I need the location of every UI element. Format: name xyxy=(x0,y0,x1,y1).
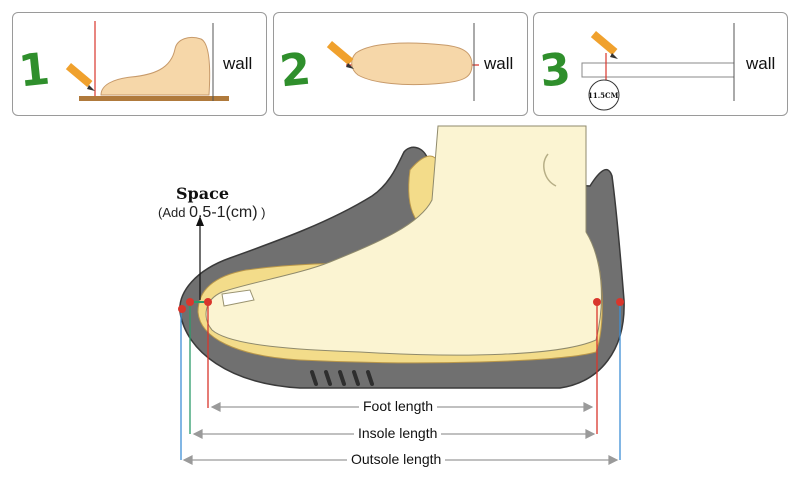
insole-front-point xyxy=(186,298,194,306)
outsole-length-label: Outsole length xyxy=(347,451,446,467)
ankle-bone xyxy=(543,153,557,187)
outsole-front-point xyxy=(178,305,186,313)
ruler xyxy=(581,62,735,78)
step-1-panel: 1 wall xyxy=(12,12,267,116)
space-note-suffix: ) xyxy=(257,205,266,220)
insole-length-arrow-left xyxy=(192,429,203,439)
ruler-reading: 11.5CM xyxy=(588,91,619,100)
ruler-reading-circle xyxy=(588,79,620,111)
shoe-size-diagram xyxy=(178,125,625,465)
space-note-value: 0.5-1(cm) xyxy=(189,204,258,221)
step-3-panel: 3 wall 11.5CM xyxy=(533,12,788,116)
floor-board xyxy=(79,96,229,101)
wall-label: wall xyxy=(223,54,253,73)
wall-label: wall xyxy=(746,54,776,73)
step-2-illustration xyxy=(326,23,479,101)
wall-label: wall xyxy=(484,54,514,73)
foot xyxy=(205,125,602,356)
foot-length-arrow-left xyxy=(210,402,221,412)
outsole-length-arrow-right xyxy=(608,455,619,465)
outsole-back-point xyxy=(616,298,624,306)
space-arrowhead xyxy=(196,216,204,226)
space-title: Space xyxy=(176,184,230,203)
foot-side-view xyxy=(100,36,211,96)
foot-length-arrow-right xyxy=(583,402,594,412)
toe-tip-point xyxy=(204,298,212,306)
step-1-number: 1 xyxy=(16,43,53,98)
pencil-icon xyxy=(326,41,354,69)
step-2-panel: 2 wall xyxy=(273,12,528,116)
step-3-number: 3 xyxy=(537,43,574,98)
insole-length-arrow-right xyxy=(585,429,596,439)
space-note: (Add 0.5-1(cm) ) xyxy=(158,204,265,222)
outsole-length-arrow-left xyxy=(182,455,193,465)
step-1-illustration xyxy=(65,21,229,101)
pencil-icon xyxy=(65,63,95,91)
pencil-icon xyxy=(590,30,618,59)
toenail xyxy=(221,289,255,307)
insole-length-label: Insole length xyxy=(354,425,442,441)
step-2-number: 2 xyxy=(277,43,314,98)
sole-tread xyxy=(310,370,374,386)
heel-point xyxy=(593,298,601,306)
foot-top-view xyxy=(351,42,473,86)
foot-length-label: Foot length xyxy=(359,398,438,414)
step-3-illustration xyxy=(581,23,735,111)
space-note-prefix: (Add xyxy=(158,205,190,220)
